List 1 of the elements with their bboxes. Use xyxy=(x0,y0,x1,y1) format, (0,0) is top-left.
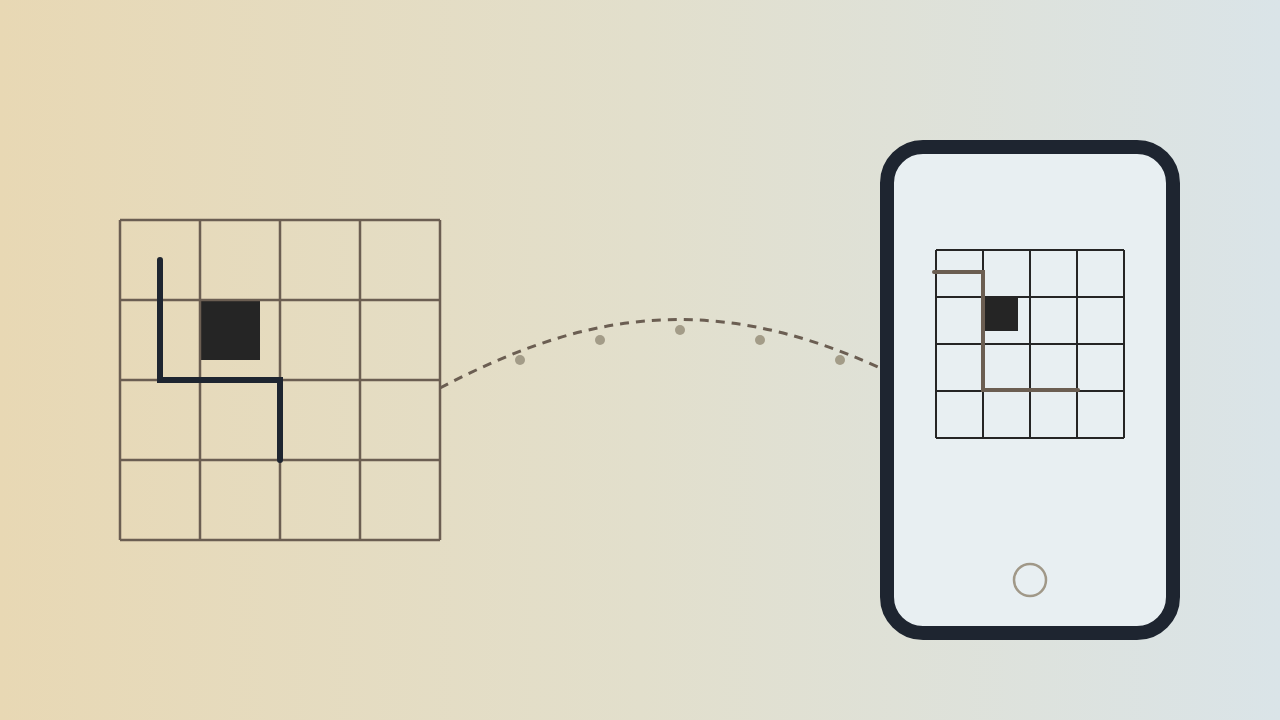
dashed-connector xyxy=(439,318,881,390)
